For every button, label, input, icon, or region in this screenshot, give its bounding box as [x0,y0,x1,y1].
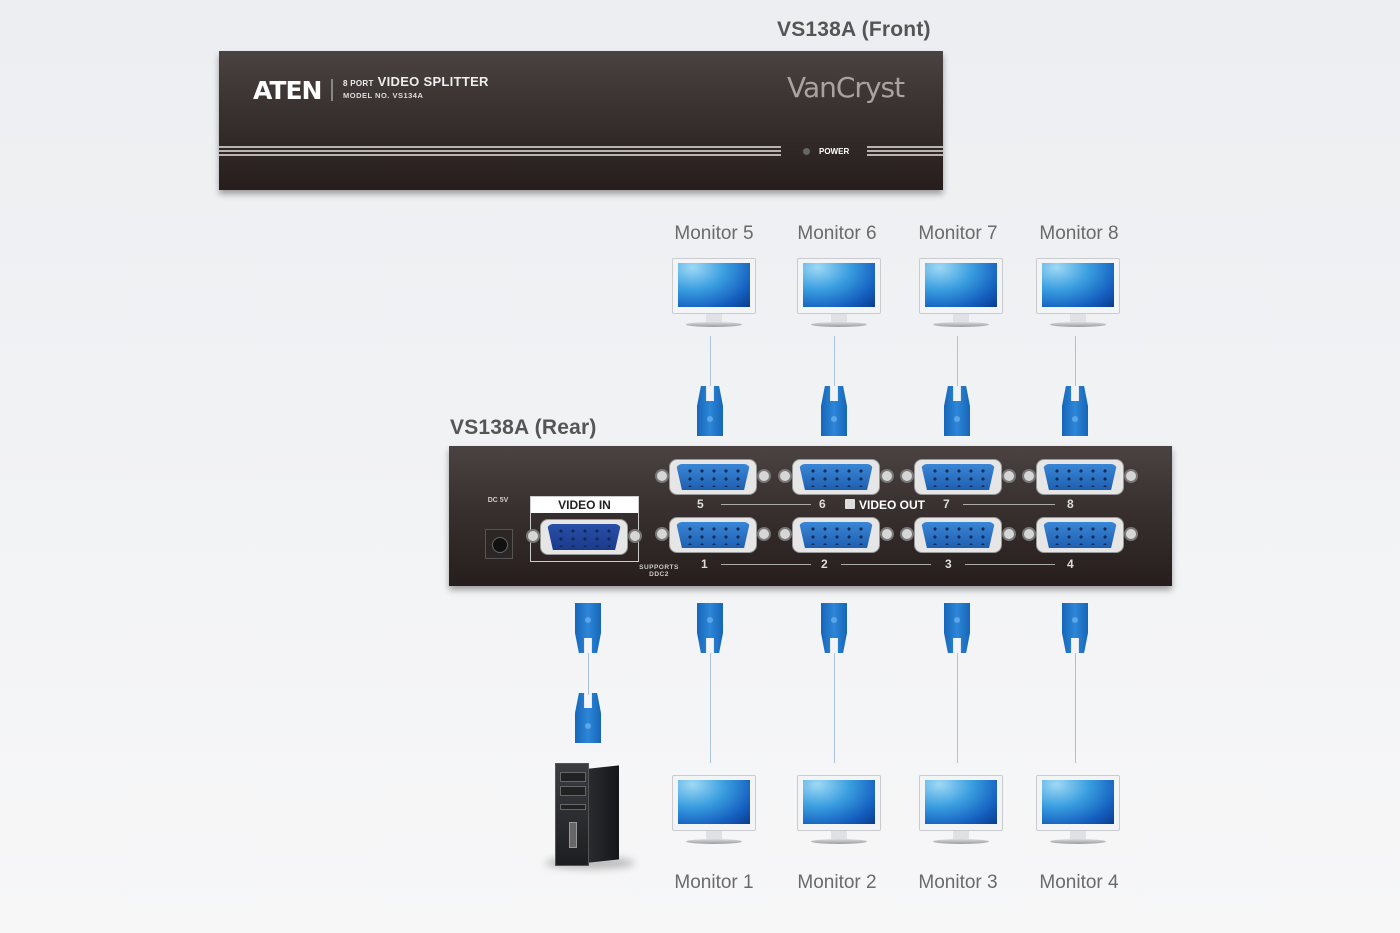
front-panel: ATEN 8 PORT VIDEO SPLITTER MODEL NO. VS1… [219,51,943,190]
port-label-3: 3 [945,557,952,571]
cable-3 [957,653,958,763]
vga-plug-icon [693,386,727,436]
vga-plug-icon [940,603,974,653]
monitor-2-label: Monitor 2 [797,872,877,893]
vga-plug-icon [1058,386,1092,436]
video-in-port [526,519,642,555]
dc-jack-icon [485,529,513,559]
power-label: POWER [819,147,850,156]
front-stripes-right [867,146,943,158]
monitor-4-label: Monitor 4 [1039,872,1119,893]
vga-plug-icon [817,603,851,653]
monitor-7-icon [919,258,1003,330]
vga-plug-icon [1058,603,1092,653]
monitor-6-label: Monitor 6 [797,223,877,244]
cable-8 [1075,336,1076,386]
cable-5 [710,336,711,386]
vga-plug-icon [940,386,974,436]
video-out-port-8 [1022,459,1138,495]
logo-divider [331,79,333,101]
pc-tower-icon [545,763,635,869]
video-out-port-6 [778,459,894,495]
cable-2 [834,653,835,763]
product-title: VIDEO SPLITTER [377,74,489,89]
cable-input [588,653,589,695]
cable-4 [1075,653,1076,763]
product-prefix: 8 PORT [343,79,374,88]
monitor-8-label: Monitor 8 [1039,223,1119,244]
port-label-1: 1 [701,557,708,571]
power-led-icon [803,148,810,155]
port-label-7: 7 [943,497,950,511]
divider [721,504,811,505]
front-stripes-left [219,146,781,158]
port-label-2: 2 [821,557,828,571]
monitor-1-label: Monitor 1 [674,872,754,893]
video-out-port-3 [900,517,1016,553]
video-out-port-1 [655,517,771,553]
divider [841,564,931,565]
video-out-label: VIDEO OUT [859,498,926,512]
divider [721,564,811,565]
port-label-6: 6 [819,497,826,511]
divider [963,504,1055,505]
port-label-8: 8 [1067,497,1074,511]
product-name: 8 PORT VIDEO SPLITTER [343,74,489,89]
vga-plug-icon [817,386,851,436]
port-label-5: 5 [697,497,704,511]
monitor-3-label: Monitor 3 [918,872,998,893]
video-out-port-5 [655,459,771,495]
monitor-2-icon [797,775,881,847]
monitor-3-icon [919,775,1003,847]
monitor-6-icon [797,258,881,330]
vga-plug-icon [571,603,605,653]
vga-plug-icon [693,603,727,653]
video-in-label: VIDEO IN [531,497,638,513]
video-out-port-7 [900,459,1016,495]
vancryst-logo: VanCryst [787,71,905,104]
monitor-5-label: Monitor 5 [674,223,754,244]
video-out-port-4 [1022,517,1138,553]
front-panel-title: VS138A (Front) [777,18,931,41]
rear-panel-title: VS138A (Rear) [450,416,597,439]
model-number: MODEL NO. VS134A [343,91,424,100]
video-out-port-2 [778,517,894,553]
monitor-8-icon [1036,258,1120,330]
vga-plug-icon [571,693,605,743]
monitor-5-icon [672,258,756,330]
divider [965,564,1055,565]
dc-power-label: DC 5V [487,497,509,504]
supports-ddc2-label: SUPPORTS DDC2 [639,564,679,578]
video-in-port-group: VIDEO IN [526,496,642,562]
monitor-icon [845,499,855,509]
monitor-1-icon [672,775,756,847]
rear-panel: DC 5V VIDEO IN 5 6 VIDEO OUT 7 8 SUPPORT… [449,446,1172,586]
cable-6 [834,336,835,386]
aten-logo: ATEN [253,76,322,105]
monitor-4-icon [1036,775,1120,847]
cable-1 [710,653,711,763]
monitor-7-label: Monitor 7 [918,223,998,244]
port-label-4: 4 [1067,557,1074,571]
cable-7 [957,336,958,386]
